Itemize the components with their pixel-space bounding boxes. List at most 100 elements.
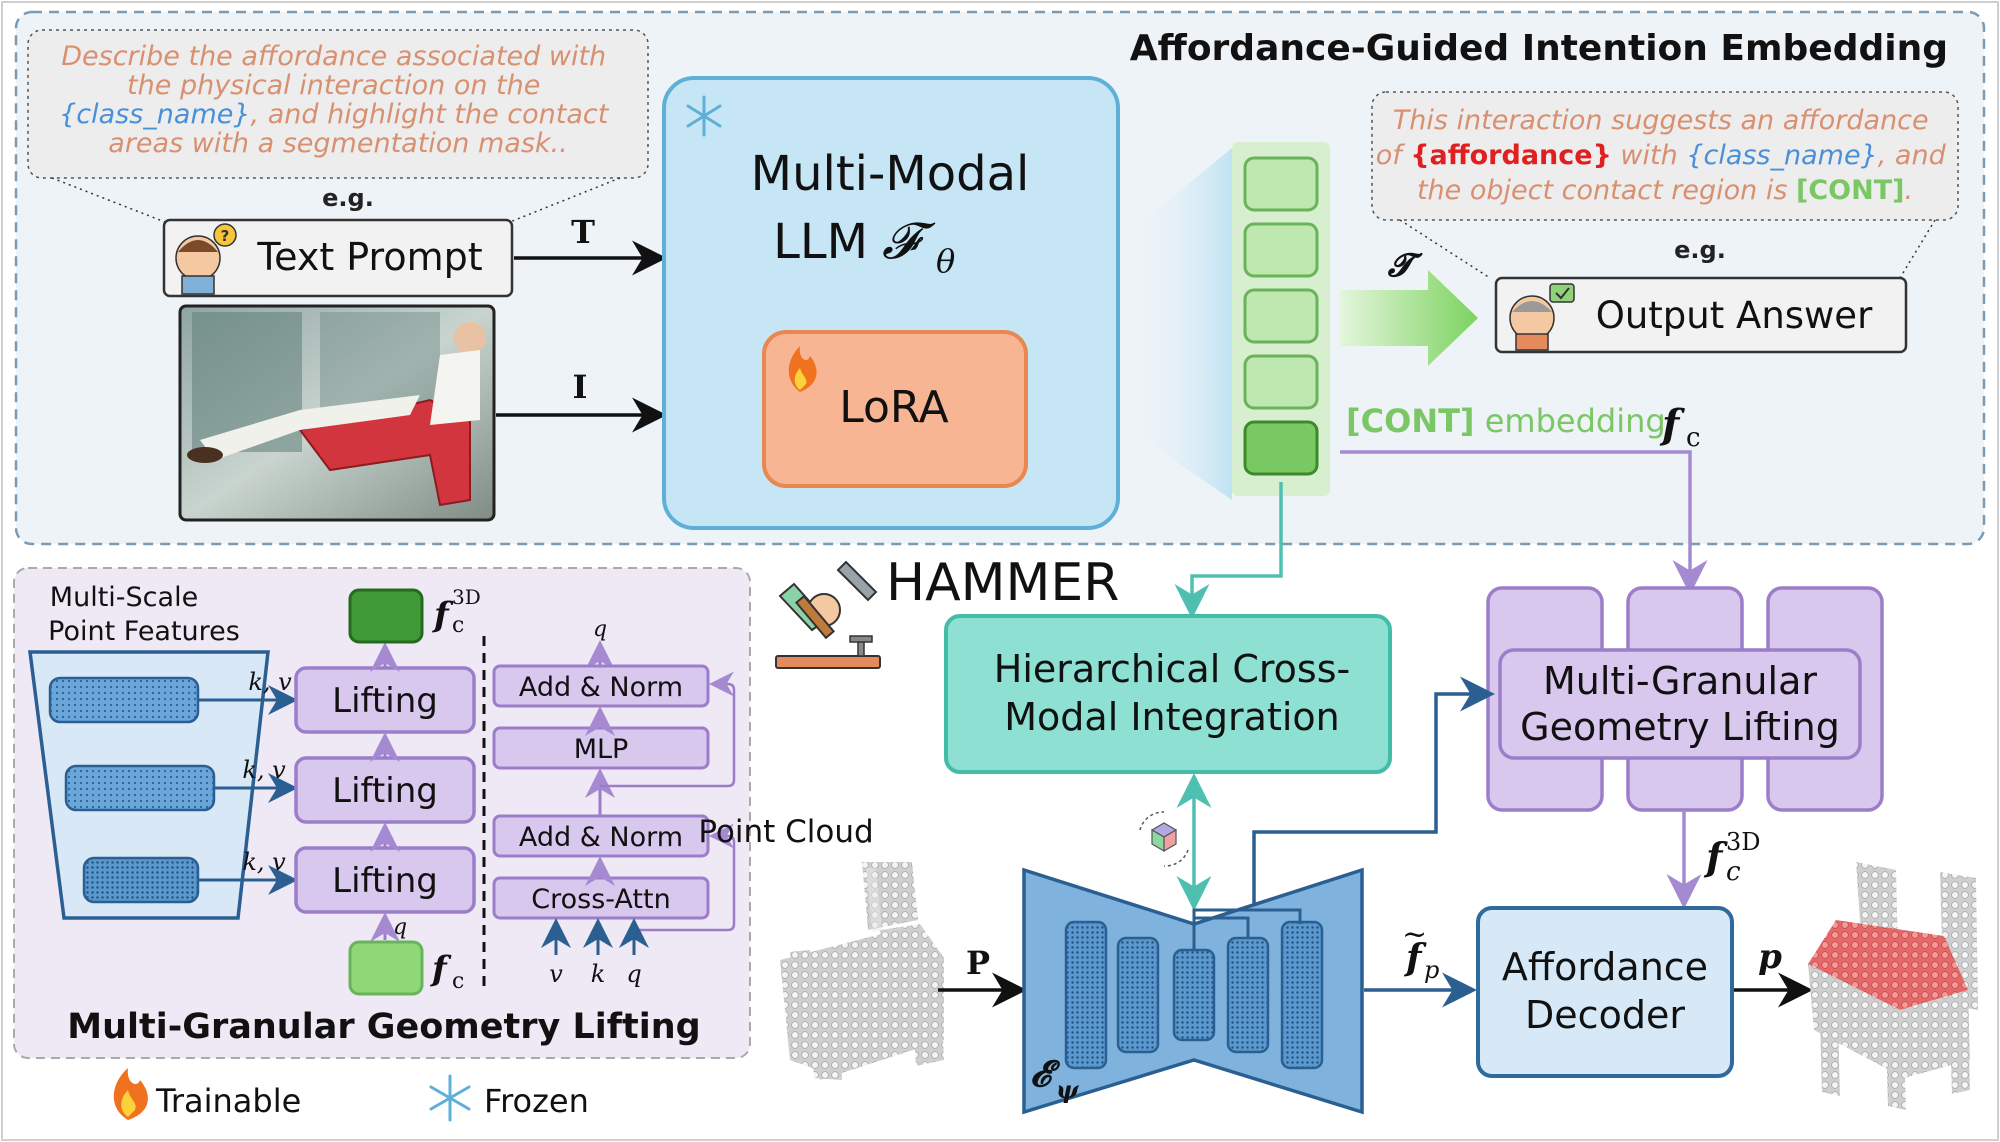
- decoder-line1: Affordance: [1502, 945, 1708, 989]
- encoder-layer: [1226, 936, 1270, 1054]
- features-label-line2: Point Features: [48, 616, 240, 647]
- answer-bubble-text: This interaction suggests an affordance …: [1376, 105, 1955, 206]
- lifting-label-middle: Lifting: [332, 771, 438, 811]
- fc3d-token: [348, 588, 424, 644]
- text-prompt-box: [162, 218, 514, 298]
- inset-fc3d-sup: 3D: [452, 585, 481, 609]
- encoder-bottleneck: [1172, 948, 1216, 1042]
- encoder-skip-connection: [1192, 916, 1250, 950]
- text-prompt-label: Text Prompt: [256, 235, 482, 279]
- prompt-callout-line-left: [51, 177, 166, 223]
- inset-fc-symbol: f: [430, 949, 452, 989]
- answer-arrow: [1340, 270, 1478, 366]
- feature-map-large: [48, 676, 200, 724]
- input-point-cloud: Point Cloud: [698, 814, 944, 1080]
- svg-text:?: ?: [221, 227, 230, 245]
- fc-subscript: c: [1686, 423, 1701, 453]
- prompt-bubble: [27, 29, 649, 179]
- flame-icon: [788, 346, 817, 392]
- output-tokens: [1243, 156, 1319, 476]
- point-cloud-label: Point Cloud: [698, 814, 873, 850]
- encoder-layer: [1116, 936, 1160, 1054]
- input-label-q: q: [626, 960, 641, 988]
- block-label-add-norm-bottom: Add & Norm: [519, 822, 683, 853]
- kv-label-middle: k, v: [242, 756, 286, 784]
- prompt-eg-label: e.g.: [322, 184, 374, 212]
- cont-to-hcmi-arrow: [1174, 482, 1283, 619]
- lifting-label-bottom: Lifting: [332, 861, 438, 901]
- inset-fc3d-symbol: f: [432, 595, 454, 635]
- inset-fc3d-sub: c: [452, 613, 464, 638]
- llm-output-beam: [1130, 148, 1232, 500]
- cube-rotate-icon: [1139, 811, 1189, 867]
- llm-subscript: θ: [936, 242, 955, 280]
- output-token: [1243, 288, 1319, 344]
- hammer-icon: [775, 560, 881, 669]
- inset-q-label: q: [393, 915, 407, 940]
- P-label: P: [966, 944, 990, 982]
- snowflake-icon: [686, 95, 722, 137]
- kv-label-top: k, v: [248, 668, 292, 696]
- block-label-mlp: MLP: [574, 734, 629, 765]
- hcmi-line2: Modal Integration: [1004, 695, 1339, 739]
- assistant-avatar-icon: [1509, 283, 1575, 351]
- lora-box: [762, 330, 1028, 488]
- answer-bubble: [1371, 91, 1959, 221]
- input-label-v: v: [549, 960, 563, 988]
- hammer-title: HAMMER: [886, 553, 1119, 613]
- block-label-add-norm-top: Add & Norm: [519, 672, 683, 703]
- inset-q-top: q: [593, 617, 607, 642]
- fc3d-sup: 3D: [1726, 828, 1761, 856]
- output-token: [1243, 354, 1319, 410]
- top-panel-title: Affordance-Guided Intention Embedding: [1130, 28, 1948, 69]
- output-answer-box: [1494, 276, 1908, 354]
- feature-map-small: [82, 856, 200, 904]
- decoder-line2: Decoder: [1525, 993, 1685, 1037]
- output-answer-label: Output Answer: [1596, 294, 1873, 337]
- feature-map-medium: [64, 764, 216, 812]
- fp-tilde: ~: [1402, 917, 1427, 952]
- mgl-line1: Multi-Granular: [1543, 659, 1817, 703]
- output-token: [1243, 156, 1319, 212]
- features-label-line1: Multi-Scale: [50, 582, 198, 613]
- block-label-cross-attn: Cross-Attn: [531, 884, 670, 915]
- llm-title-line2: LLM: [773, 214, 868, 270]
- answer-eg-label: e.g.: [1674, 236, 1726, 264]
- prompt-callout-line-right: [509, 177, 621, 223]
- inset-fc-sub: c: [452, 969, 464, 994]
- encoder-subscript: ψ: [1056, 1075, 1080, 1104]
- encoder-to-mgl-arrow: [1252, 676, 1495, 924]
- cont-token: [1243, 420, 1319, 476]
- hcmi-line1: Hierarchical Cross-: [994, 647, 1350, 691]
- lifting-label-top: Lifting: [332, 681, 438, 721]
- output-point-cloud: [1808, 862, 1978, 1110]
- output-token: [1243, 222, 1319, 278]
- encoder-layer: [1064, 920, 1108, 1070]
- legend-trainable: Trainable: [155, 1082, 301, 1120]
- llm-title-line1: Multi-Modal: [751, 146, 1030, 202]
- affordance-decoder: [1476, 906, 1734, 1078]
- prompt-bubble-text: Describe the affordance associated with …: [59, 41, 617, 159]
- fc-token: [348, 940, 424, 996]
- I-label: I: [573, 368, 588, 406]
- cont-to-mgl-arrow: [1340, 450, 1708, 595]
- mgl-line2: Geometry Lifting: [1520, 705, 1840, 749]
- fc3d-sub: c: [1726, 857, 1741, 887]
- fp-subscript: p: [1424, 956, 1439, 984]
- hcmi-box: [944, 614, 1392, 774]
- lora-label: LoRA: [839, 382, 949, 433]
- legend-flame-icon: [113, 1068, 148, 1120]
- cont-embedding-text: [CONT] embedding: [1346, 402, 1666, 440]
- legend-snowflake-icon: [429, 1074, 471, 1122]
- residual-connection-top: [600, 671, 736, 788]
- user-avatar-icon: ?: [175, 223, 237, 295]
- kv-label-bottom: k, v: [242, 848, 286, 876]
- residual-connection-bottom: [632, 823, 736, 942]
- input-label-k: k: [591, 960, 606, 988]
- legend-frozen: Frozen: [484, 1082, 589, 1120]
- mgl-box: [1498, 648, 1862, 760]
- T-label: T: [571, 213, 595, 251]
- p-output-label: p: [1758, 937, 1782, 977]
- encoder-layer: [1280, 920, 1324, 1070]
